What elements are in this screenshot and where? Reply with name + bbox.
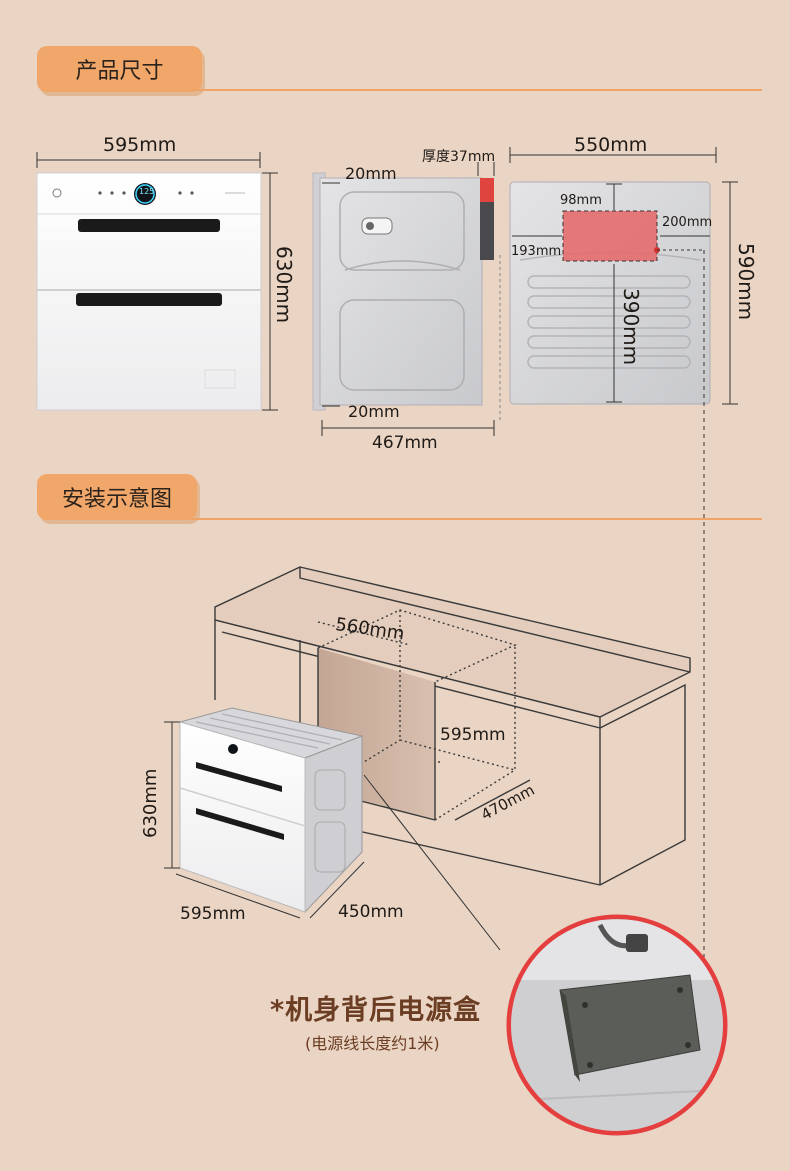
front-view [36, 152, 278, 411]
power-box-title: *机身背后电源盒 [270, 995, 482, 1026]
section-title-install: 安装示意图 [61, 487, 172, 512]
cabinet-height-label: 595mm [440, 725, 506, 745]
install-unit [164, 707, 501, 951]
front-width-label: 595mm [103, 134, 177, 156]
section-title-dimensions: 产品尺寸 [75, 59, 164, 84]
section-divider [190, 89, 762, 91]
front-height-label: 630mm [272, 246, 296, 324]
box-bottom-offset-label: 390mm [619, 288, 643, 366]
back-height-label: 590mm [734, 243, 758, 321]
back-width-label: 550mm [574, 134, 648, 156]
front-display-readout: 125 [139, 187, 155, 196]
box-width-label: 200mm [662, 215, 713, 230]
unit-height-label: 630mm [140, 768, 161, 838]
box-top-offset-label: 98mm [560, 193, 602, 208]
unit-width-label: 595mm [180, 904, 246, 924]
back-view [509, 147, 738, 960]
side-depth-label: 467mm [372, 433, 438, 453]
section-tab-install: 安装示意图 [37, 474, 197, 520]
section-tab-dimensions: 产品尺寸 [37, 46, 202, 92]
side-thickness-label: 厚度37mm [422, 149, 496, 165]
side-bottom-gap-label: 20mm [348, 402, 400, 421]
section-divider [190, 518, 762, 520]
power-box-subtitle: (电源线长度约1米) [305, 1034, 440, 1053]
power-box-callout [506, 914, 728, 1136]
side-top-gap-label: 20mm [345, 164, 397, 183]
unit-depth-label: 450mm [338, 902, 404, 922]
side-view [312, 162, 501, 436]
box-left-offset-label: 193mm [511, 244, 562, 259]
